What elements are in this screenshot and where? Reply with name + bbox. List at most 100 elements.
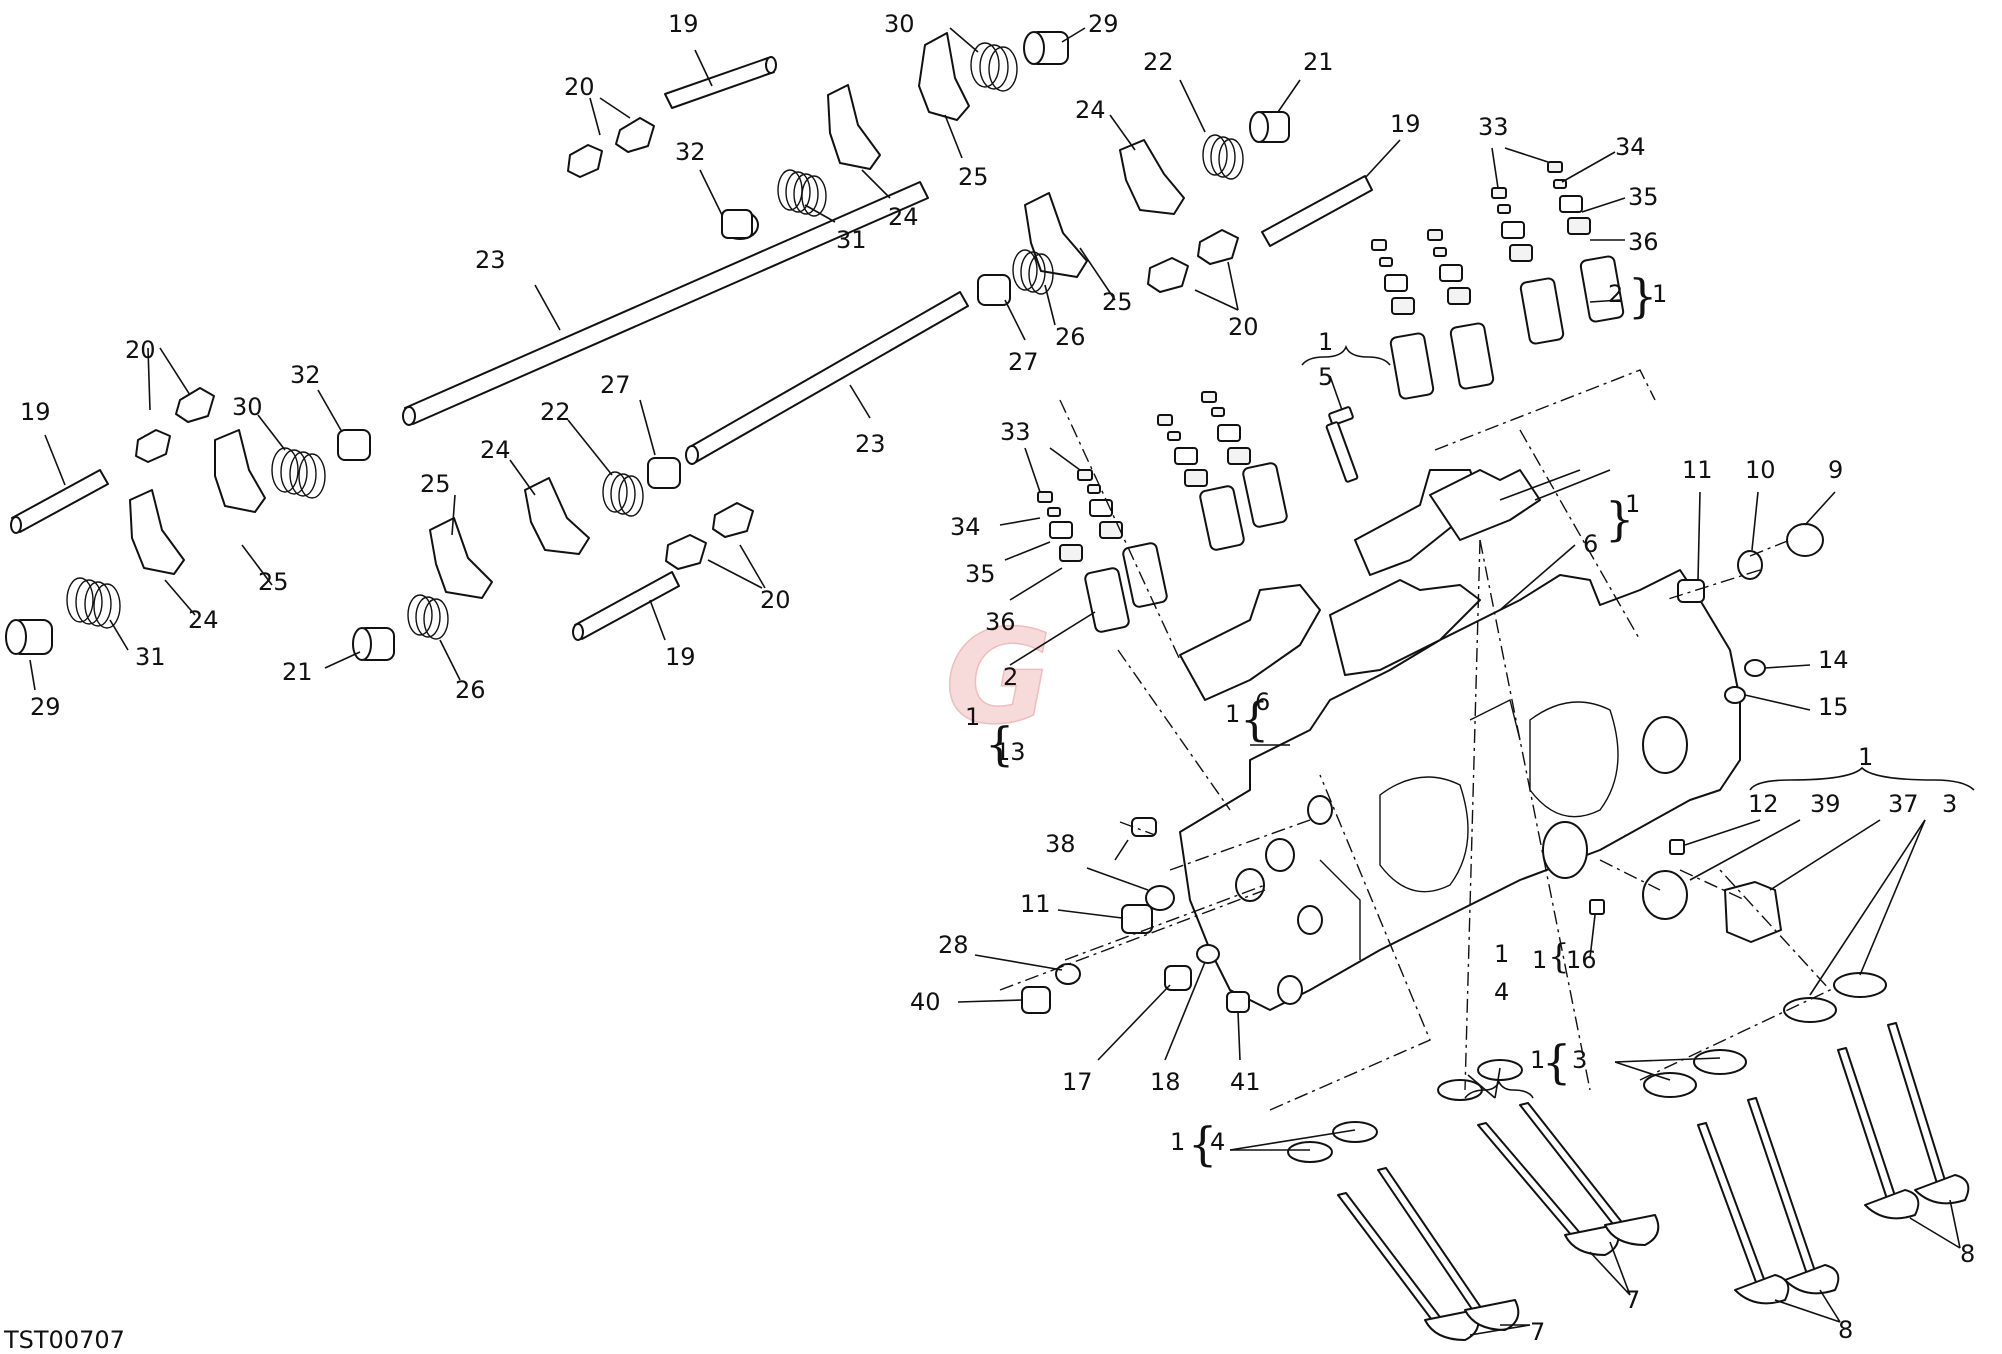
callout-1: 1 bbox=[1652, 280, 1667, 308]
callout-28: 28 bbox=[938, 931, 969, 959]
callout-23: 23 bbox=[855, 430, 886, 458]
callout-19: 19 bbox=[668, 10, 699, 38]
callout-30: 30 bbox=[884, 10, 915, 38]
callout-26: 26 bbox=[455, 676, 486, 704]
callout-25: 25 bbox=[1102, 288, 1133, 316]
svg-text:}: } bbox=[1628, 269, 1657, 323]
svg-text:{: { bbox=[1188, 1117, 1217, 1171]
callout-18: 18 bbox=[1150, 1068, 1181, 1096]
callout-25: 25 bbox=[420, 470, 451, 498]
callout-13: 13 bbox=[995, 738, 1026, 766]
callout-1: 1 bbox=[1625, 490, 1640, 518]
callout-3: 3 bbox=[1942, 790, 1957, 818]
callout-19: 19 bbox=[1390, 110, 1421, 138]
callout-1: 1 bbox=[1170, 1128, 1185, 1156]
callout-8: 8 bbox=[1838, 1316, 1853, 1344]
svg-text:{: { bbox=[1548, 937, 1570, 977]
callout-24: 24 bbox=[480, 436, 511, 464]
drawing-code: TST00707 bbox=[3, 1326, 125, 1354]
callout-7: 7 bbox=[1530, 1318, 1545, 1346]
callout-6: 6 bbox=[1255, 688, 1270, 716]
callout-16: 16 bbox=[1566, 946, 1597, 974]
callout-32: 32 bbox=[675, 138, 706, 166]
callout-33: 33 bbox=[1000, 418, 1031, 446]
callout-24: 24 bbox=[1075, 96, 1106, 124]
valves bbox=[1287, 972, 1970, 1341]
callout-1: 1 bbox=[965, 703, 980, 731]
callout-31: 31 bbox=[836, 226, 867, 254]
group-brackets bbox=[1250, 344, 1975, 1099]
callout-1: 1 bbox=[1530, 1046, 1545, 1074]
camshaft-23-upper bbox=[402, 181, 929, 426]
callout-17: 17 bbox=[1062, 1068, 1093, 1096]
callout-21: 21 bbox=[1303, 48, 1334, 76]
callout-39: 39 bbox=[1810, 790, 1841, 818]
callout-29: 29 bbox=[30, 693, 61, 721]
callout-3: 3 bbox=[1572, 1046, 1587, 1074]
callout-6: 6 bbox=[1583, 530, 1598, 558]
callout-25: 25 bbox=[958, 163, 989, 191]
callout-24: 24 bbox=[888, 203, 919, 231]
callout-34: 34 bbox=[1615, 133, 1646, 161]
callout-9: 9 bbox=[1828, 456, 1843, 484]
callout-1: 1 bbox=[1494, 940, 1509, 968]
svg-text:{: { bbox=[1240, 692, 1269, 746]
callout-1: 1 bbox=[1225, 700, 1240, 728]
callout-35: 35 bbox=[1628, 183, 1659, 211]
callout-27: 27 bbox=[600, 371, 631, 399]
callout-35: 35 bbox=[965, 560, 996, 588]
callout-31: 31 bbox=[135, 643, 166, 671]
callout-20: 20 bbox=[564, 73, 595, 101]
callout-33: 33 bbox=[1478, 113, 1509, 141]
callout-11: 11 bbox=[1682, 456, 1713, 484]
callout-1: 1 bbox=[1532, 946, 1547, 974]
valve-train-parts bbox=[1037, 161, 1625, 633]
callout-5: 5 bbox=[1318, 363, 1333, 391]
callout-12: 12 bbox=[1748, 790, 1779, 818]
callout-15: 15 bbox=[1818, 693, 1849, 721]
callout-4: 4 bbox=[1210, 1128, 1225, 1156]
callout-36: 36 bbox=[985, 608, 1016, 636]
callout-labels: 19 20 30 29 32 31 24 25 22 21 24 19 25 2… bbox=[20, 10, 1975, 1346]
callout-11: 11 bbox=[1020, 890, 1051, 918]
callout-21: 21 bbox=[282, 658, 313, 686]
rocker-assembly-lower bbox=[5, 387, 754, 661]
callout-20: 20 bbox=[125, 336, 156, 364]
callout-19: 19 bbox=[665, 643, 696, 671]
callout-10: 10 bbox=[1745, 456, 1776, 484]
callout-20: 20 bbox=[760, 586, 791, 614]
watermark-logo: G bbox=[945, 601, 1052, 753]
braces: } } { { { { { bbox=[985, 269, 1657, 1171]
callout-40: 40 bbox=[910, 988, 941, 1016]
callout-1: 1 bbox=[1318, 328, 1333, 356]
callout-22: 22 bbox=[1143, 48, 1174, 76]
callout-36: 36 bbox=[1628, 228, 1659, 256]
callout-22: 22 bbox=[540, 398, 571, 426]
rocker-assembly-upper bbox=[567, 31, 1373, 306]
callout-23: 23 bbox=[475, 246, 506, 274]
cylinder-head-body bbox=[1179, 469, 1741, 1011]
callout-4: 4 bbox=[1494, 978, 1509, 1006]
callout-24: 24 bbox=[188, 606, 219, 634]
callout-20: 20 bbox=[1228, 313, 1259, 341]
callout-41: 41 bbox=[1230, 1068, 1261, 1096]
callout-19: 19 bbox=[20, 398, 51, 426]
callout-1: 1 bbox=[1858, 743, 1873, 771]
camshaft-23-lower bbox=[685, 291, 969, 465]
callout-38: 38 bbox=[1045, 830, 1076, 858]
callout-30: 30 bbox=[232, 393, 263, 421]
callout-2: 2 bbox=[1608, 280, 1623, 308]
svg-text:}: } bbox=[1605, 492, 1634, 546]
callout-32: 32 bbox=[290, 361, 321, 389]
callout-37: 37 bbox=[1888, 790, 1919, 818]
svg-text:{: { bbox=[985, 717, 1014, 771]
leader-lines bbox=[29, 27, 1961, 1336]
head-plugs-and-seals bbox=[1021, 523, 1824, 1014]
callout-34: 34 bbox=[950, 513, 981, 541]
construction-lines bbox=[999, 369, 1832, 1111]
callout-7: 7 bbox=[1625, 1286, 1640, 1314]
callout-29: 29 bbox=[1088, 10, 1119, 38]
callout-27: 27 bbox=[1008, 348, 1039, 376]
callout-8: 8 bbox=[1960, 1240, 1975, 1268]
